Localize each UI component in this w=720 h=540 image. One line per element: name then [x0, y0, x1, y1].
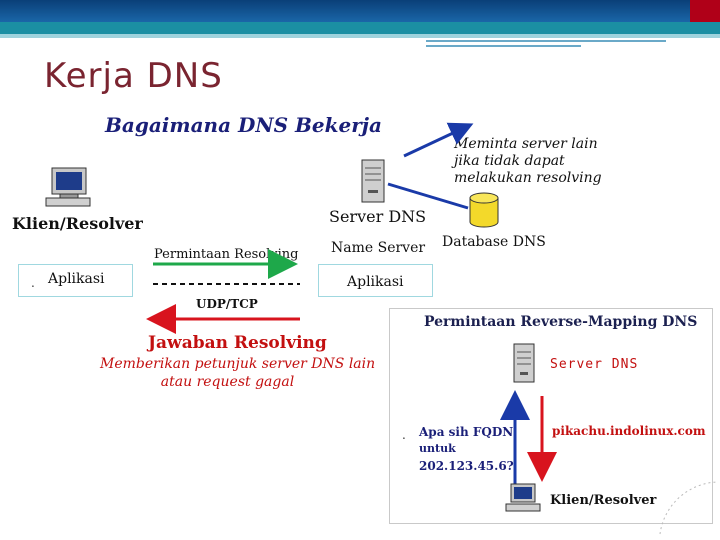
server-app-label: Aplikasi [347, 274, 404, 290]
forward-arrow [403, 122, 474, 158]
slide-title: Kerja DNS [44, 56, 223, 96]
header-line [0, 34, 720, 38]
answer-hostname: pikachu.indolinux.com [552, 424, 706, 438]
forward-note-line: melakukan resolving [454, 170, 602, 186]
protocol-label: UDP/TCP [196, 297, 258, 311]
header-rule [426, 40, 666, 42]
reverse-client-label: Klien/Resolver [550, 493, 657, 508]
question-line: untuk [419, 442, 456, 455]
name-server-label: Name Server [331, 240, 426, 256]
header-rule-short [426, 45, 581, 47]
reverse-server-label: Server DNS [550, 357, 639, 372]
header-bar [0, 0, 720, 22]
client-label: Klien/Resolver [12, 214, 143, 233]
forward-note-line: jika tidak dapat [454, 153, 565, 169]
response-note-line: Memberikan petunjuk server DNS lain [100, 356, 376, 372]
response-title: Jawaban Resolving [148, 333, 327, 353]
reverse-panel-title: Permintaan Reverse-Mapping DNS [424, 314, 698, 330]
question-line: 202.123.45.6? [419, 459, 514, 473]
server-app-box [318, 264, 433, 297]
client-app-box [18, 264, 133, 297]
server-db-link [387, 182, 469, 210]
seal-fragment [659, 481, 719, 535]
server-dns-label: Server DNS [329, 207, 427, 226]
database-icon [469, 192, 499, 228]
question-line: Apa sih FQDN [419, 425, 514, 439]
response-note: Memberikan petunjuk server DNS lain atau… [100, 355, 376, 391]
request-label: Permintaan Resolving [154, 247, 299, 262]
server-icon [361, 159, 385, 203]
client-app-label: Aplikasi [48, 271, 105, 287]
server-icon [513, 343, 535, 383]
response-note-line: atau request gagal [160, 374, 295, 390]
header-stripe [0, 22, 720, 34]
header-accent [690, 0, 720, 22]
forward-note: Meminta server lain jika tidak dapat mel… [454, 136, 602, 187]
diagram-heading: Bagaimana DNS Bekerja [105, 113, 382, 137]
computer-icon [45, 167, 91, 207]
reverse-panel-graphics [500, 343, 557, 512]
computer-icon [505, 483, 541, 512]
reverse-mapping-panel [389, 308, 713, 524]
forward-note-line: Meminta server lain [454, 136, 598, 152]
database-label: Database DNS [442, 234, 546, 250]
